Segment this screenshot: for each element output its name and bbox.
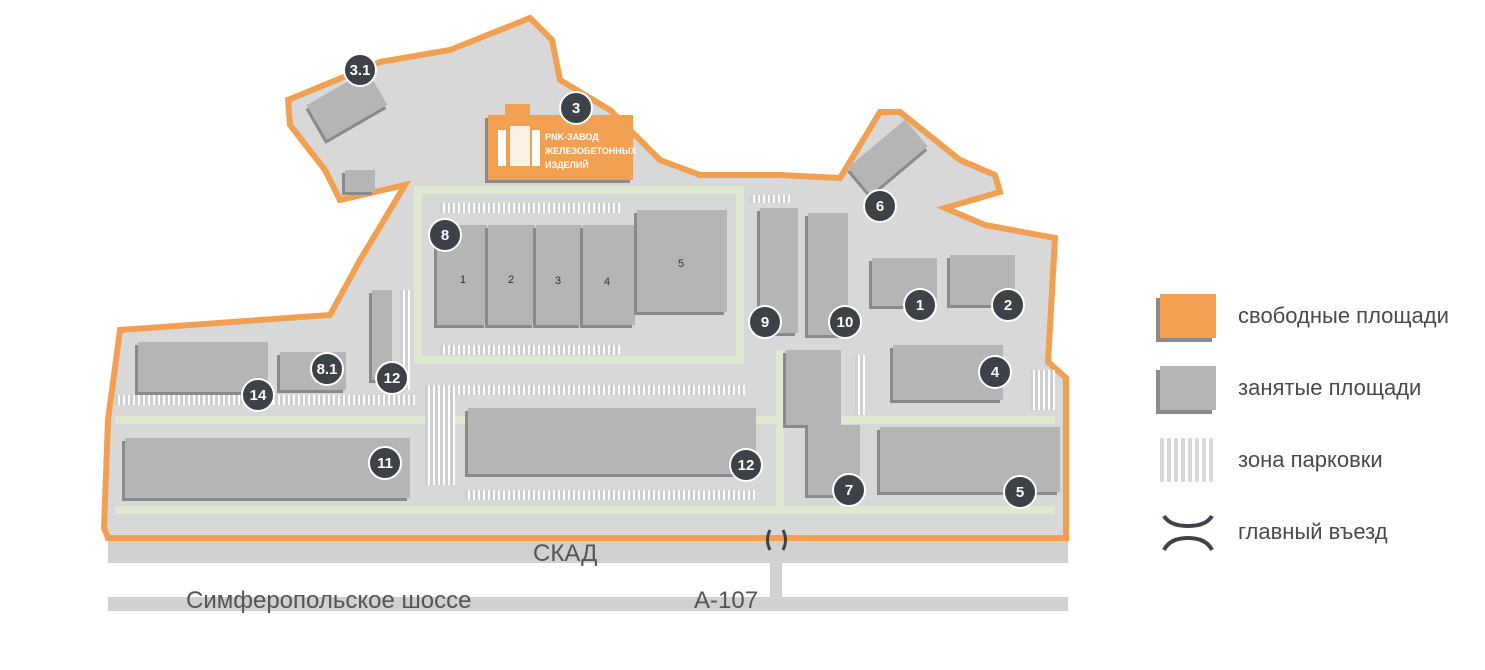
section-label: 4 xyxy=(604,276,610,288)
factory-name-line1: PNK-ЗАВОД xyxy=(545,132,599,142)
marker-7[interactable]: 7 xyxy=(832,473,866,507)
building-8-section-2 xyxy=(488,225,535,325)
svg-text:12: 12 xyxy=(738,457,755,474)
marker-6[interactable]: 6 xyxy=(863,189,897,223)
legend-item-entrance: главный въезд xyxy=(1160,496,1449,568)
parking-zone xyxy=(440,203,620,213)
section-label: 5 xyxy=(678,258,684,270)
section-label: 3 xyxy=(555,275,561,287)
marker-2[interactable]: 2 xyxy=(991,288,1025,322)
svg-text:8.1: 8.1 xyxy=(317,361,338,378)
legend-label: главный въезд xyxy=(1238,519,1388,544)
road-label-simferopol: Симферопольское шоссе xyxy=(186,587,471,614)
svg-text:8: 8 xyxy=(441,227,449,244)
svg-text:10: 10 xyxy=(837,314,854,331)
svg-text:3: 3 xyxy=(572,100,580,117)
legend-item-occupied: занятые площади xyxy=(1160,352,1449,424)
svg-text:2: 2 xyxy=(1004,297,1012,314)
marker-10[interactable]: 10 xyxy=(828,305,862,339)
svg-text:1: 1 xyxy=(916,297,924,314)
svg-text:7: 7 xyxy=(845,482,853,499)
parking-zone xyxy=(1030,370,1055,410)
legend-label: свободные площади xyxy=(1238,303,1449,328)
road-label-a107: А-107 xyxy=(694,587,758,614)
parking-zone xyxy=(855,355,865,415)
legend: свободные площади занятые площади зона п… xyxy=(1160,280,1449,568)
factory-name-line2: ЖЕЛЕЗОБЕТОННЫХ xyxy=(544,146,637,156)
svg-text:4: 4 xyxy=(991,364,1000,381)
svg-text:11: 11 xyxy=(377,455,393,472)
marker-12[interactable]: 12 xyxy=(729,448,763,482)
parking-zone-icon xyxy=(1160,438,1216,482)
marker-9[interactable]: 9 xyxy=(748,305,782,339)
svg-text:5: 5 xyxy=(1016,484,1024,501)
legend-item-free: свободные площади xyxy=(1160,280,1449,352)
legend-item-parking: зона парковки xyxy=(1160,424,1449,496)
marker-11[interactable]: 11 xyxy=(368,446,402,480)
marker-8-1[interactable]: 8.1 xyxy=(310,352,344,386)
marker-8[interactable]: 8 xyxy=(428,218,462,252)
building-3-1 xyxy=(306,70,388,140)
legend-label: занятые площади xyxy=(1238,375,1422,400)
parking-zone xyxy=(465,490,755,500)
building-11 xyxy=(125,438,410,498)
parking-zone xyxy=(400,290,410,390)
marker-3[interactable]: 3 xyxy=(559,91,593,125)
marker-3-1[interactable]: 3.1 xyxy=(343,53,377,87)
building-8-section-5 xyxy=(637,210,727,312)
building-3-factory: PNK-ЗАВОД ЖЕЛЕЗОБЕТОННЫХ ИЗДЕЛИЙ xyxy=(488,104,637,180)
factory-name-line3: ИЗДЕЛИЙ xyxy=(545,159,589,170)
marker-1[interactable]: 1 xyxy=(903,288,937,322)
svg-text:9: 9 xyxy=(761,314,769,331)
marker-4[interactable]: 4 xyxy=(978,355,1012,389)
building-8-section-4 xyxy=(583,225,635,325)
building-8-section-3 xyxy=(536,225,582,325)
occupied-area-icon xyxy=(1160,366,1216,410)
marker-14[interactable]: 14 xyxy=(241,378,275,412)
svg-text:3.1: 3.1 xyxy=(350,62,371,79)
marker-5[interactable]: 5 xyxy=(1003,475,1037,509)
main-entrance-icon xyxy=(766,529,787,551)
green-strip xyxy=(414,186,744,364)
building-small xyxy=(345,170,375,192)
legend-label: зона парковки xyxy=(1238,447,1383,472)
road-label-skad: СКАД xyxy=(533,540,597,567)
svg-text:14: 14 xyxy=(250,387,267,404)
road-a107 xyxy=(108,597,1068,611)
parking-zone xyxy=(425,395,455,485)
building-12-north xyxy=(372,290,392,380)
road-connector xyxy=(770,520,782,605)
building-7-upper xyxy=(786,350,841,425)
parking-zone xyxy=(425,385,745,395)
marker-12[interactable]: 12 xyxy=(375,361,409,395)
building-6 xyxy=(847,119,928,195)
parking-zone xyxy=(750,195,790,203)
svg-text:6: 6 xyxy=(876,198,884,215)
free-area-icon xyxy=(1160,294,1216,338)
building-12-south xyxy=(468,408,756,474)
svg-text:12: 12 xyxy=(384,370,401,387)
section-label: 2 xyxy=(508,274,514,286)
parking-zone xyxy=(440,345,620,355)
section-label: 1 xyxy=(460,274,466,286)
main-entrance-icon xyxy=(1162,514,1214,552)
